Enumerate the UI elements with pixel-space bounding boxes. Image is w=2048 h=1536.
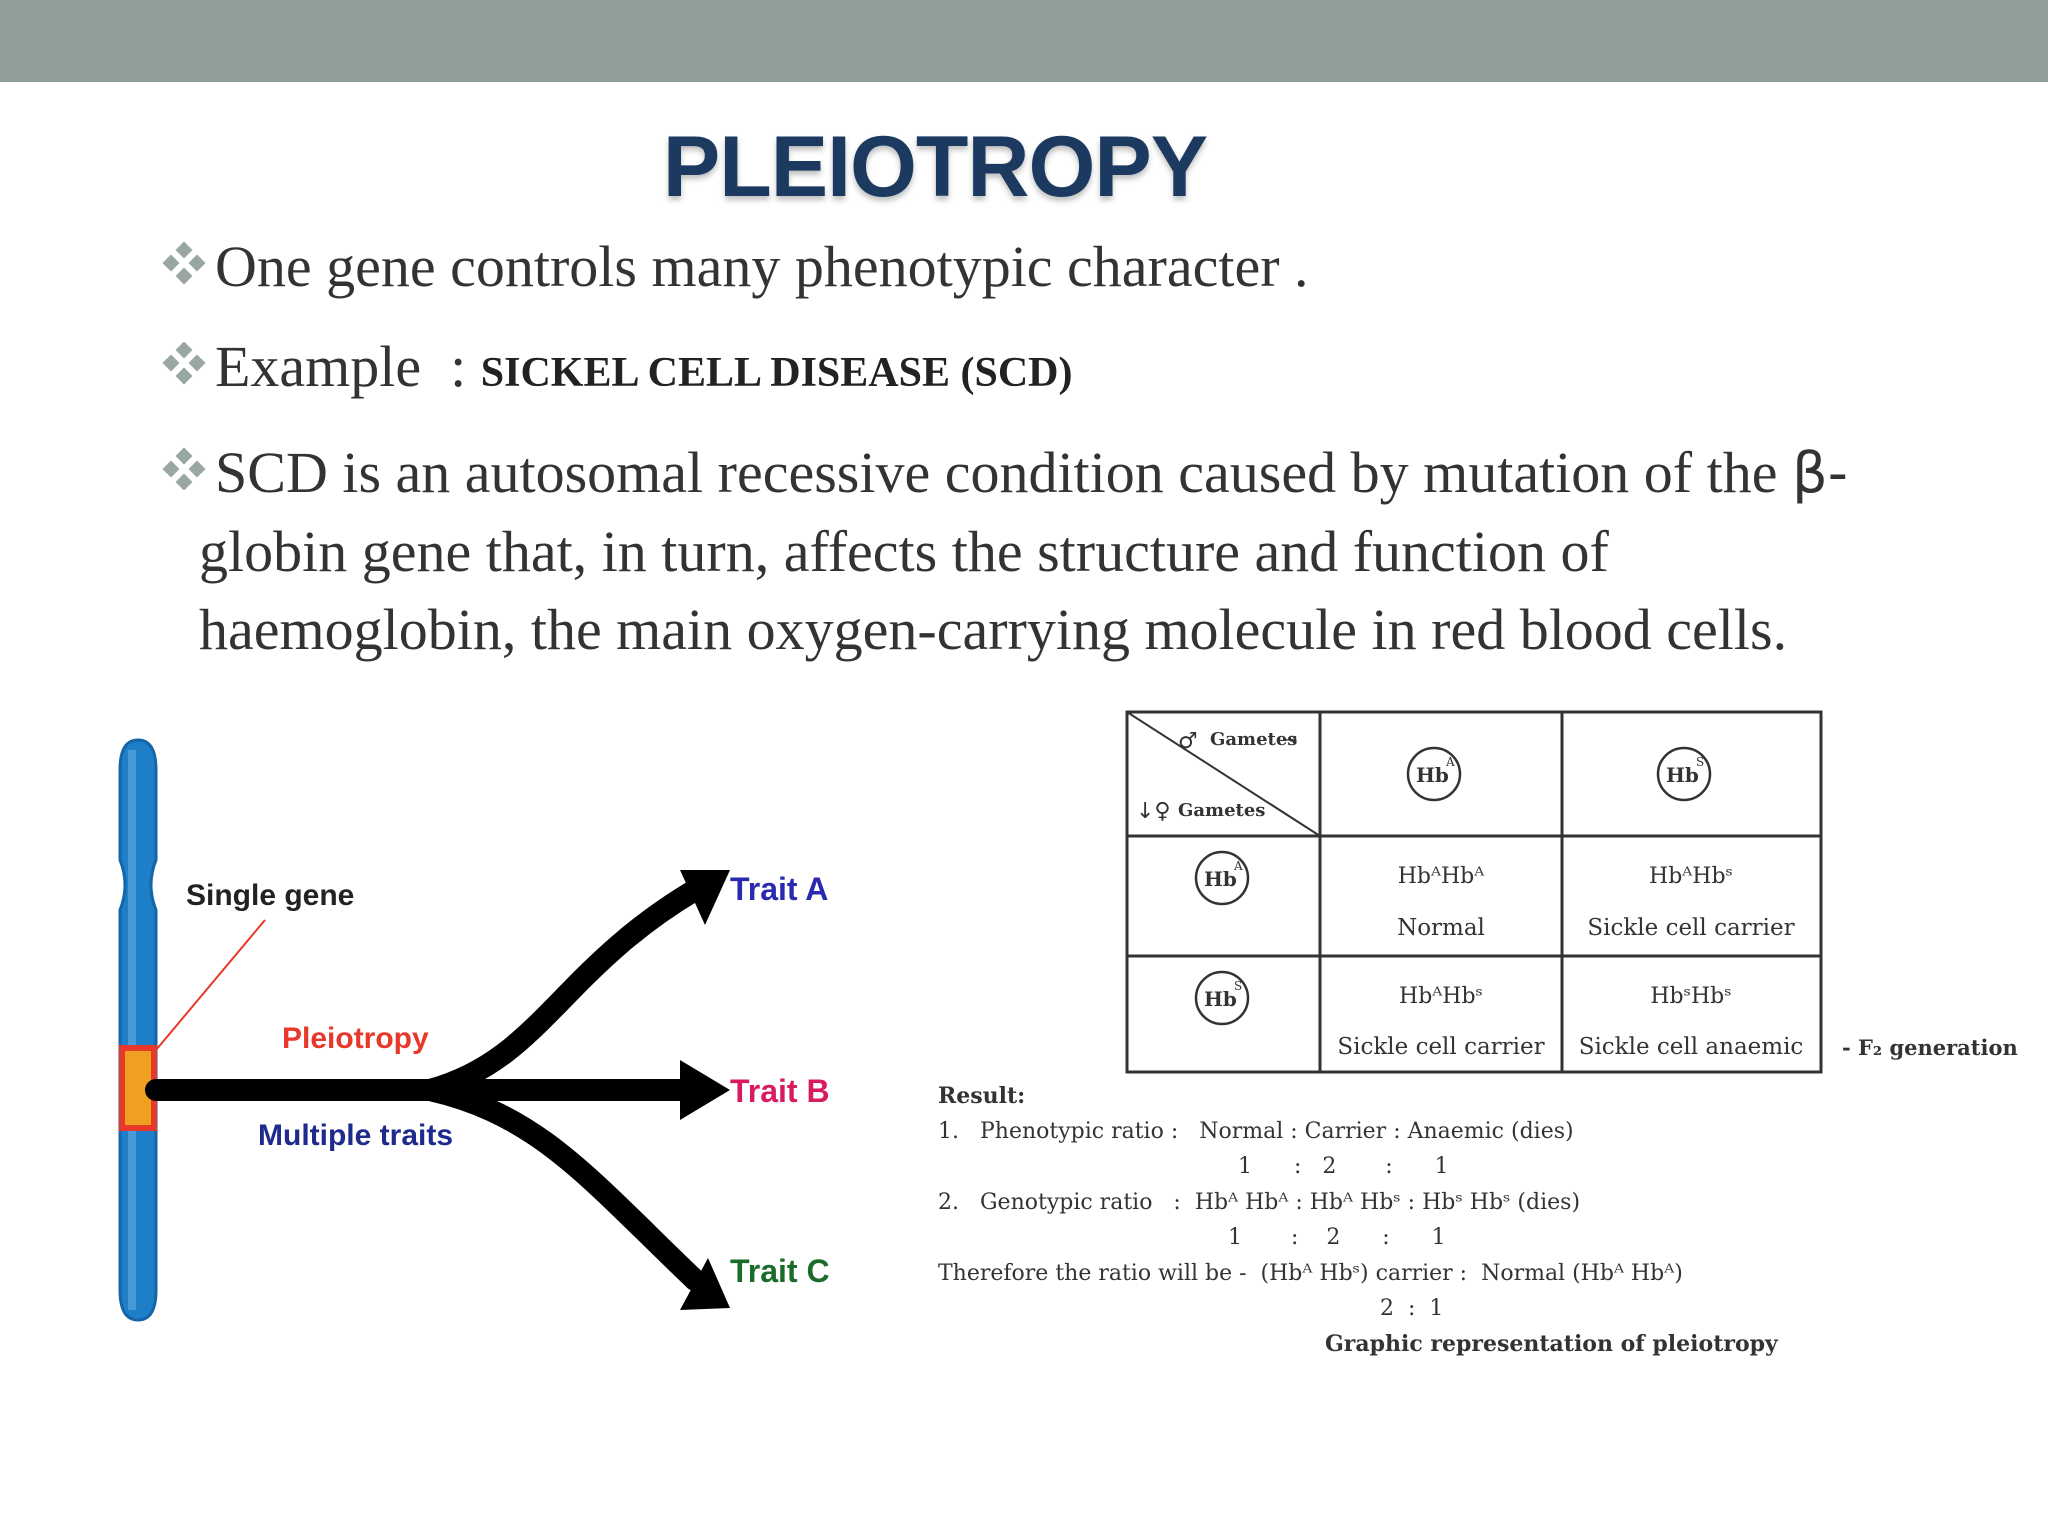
f2-generation-label: - F₂ generation xyxy=(1842,1035,2018,1060)
svg-text:Hb: Hb xyxy=(1204,867,1237,891)
bullet-3-line-2: globin gene that, in turn, affects the s… xyxy=(199,519,1609,584)
cell-genotype-ss: HbˢHbˢ xyxy=(1650,984,1731,1009)
bullet-2-disease: SICKEL CELL DISEASE (SCD) xyxy=(480,350,1073,396)
right-arrow-icon: → xyxy=(1284,730,1297,749)
svg-text:A: A xyxy=(1445,755,1455,769)
result-ratio-3: 2 : 1 xyxy=(1380,1296,1443,1321)
bullet-3-line-1: SCD is an autosomal recessive condition … xyxy=(215,440,1792,505)
multiple-traits-label: Multiple traits xyxy=(258,1119,453,1152)
svg-text:Hb: Hb xyxy=(1666,763,1699,787)
diamond-bullet-icon xyxy=(162,241,206,285)
result-ratio-2: 1 : 2 : 1 xyxy=(1228,1225,1446,1250)
bullet-3-line-3: haemoglobin, the main oxygen-carrying mo… xyxy=(199,597,1788,662)
svg-text:Hb: Hb xyxy=(1204,987,1237,1011)
arrowhead-b-icon xyxy=(680,1060,730,1120)
bullet-list: One gene controls many phenotypic charac… xyxy=(160,228,1920,691)
arrow-to-trait-a xyxy=(419,879,706,1101)
single-gene-label: Single gene xyxy=(186,879,354,912)
gene-pointer-line xyxy=(155,919,266,1051)
pleiotropy-diagram: Single gene Pleiotropy Multiple traits T… xyxy=(118,738,830,1322)
svg-text:S: S xyxy=(1696,755,1704,769)
bullet-1: One gene controls many phenotypic charac… xyxy=(160,228,1920,306)
punnett-grid xyxy=(1125,710,1823,1074)
gamete-hba-row: Hb A xyxy=(1194,850,1250,906)
arrowhead-a-icon xyxy=(680,870,730,925)
cell-genotype-aa: HbᴬHbᴬ xyxy=(1398,864,1486,889)
bullet-1-text: One gene controls many phenotypic charac… xyxy=(215,234,1309,299)
cell-genotype-sa: HbᴬHbˢ xyxy=(1399,984,1483,1009)
chromosome xyxy=(118,738,158,1322)
beta-symbol: β- xyxy=(1791,441,1848,506)
arrowhead-c-icon xyxy=(680,1258,730,1310)
diamond-bullet-icon xyxy=(162,447,206,491)
cell-phenotype-carrier-2: Sickle cell carrier xyxy=(1337,1034,1544,1060)
bullet-3: SCD is an autosomal recessive condition … xyxy=(160,434,1920,669)
slide-title: PLEIOTROPY xyxy=(662,119,1208,215)
top-banner xyxy=(0,0,2048,82)
cell-phenotype-normal: Normal xyxy=(1397,915,1485,941)
diamond-bullet-icon xyxy=(162,341,206,385)
figure-caption: Graphic representation of pleiotropy xyxy=(1325,1331,1779,1357)
trait-b-label: Trait B xyxy=(730,1073,830,1109)
trait-a-label: Trait A xyxy=(730,871,828,907)
cell-genotype-as: HbᴬHbˢ xyxy=(1649,864,1733,889)
male-symbol-icon: ♂ xyxy=(1178,729,1198,754)
pleiotropy-label: Pleiotropy xyxy=(282,1022,429,1055)
gamete-hbs-row: Hb S xyxy=(1194,970,1250,1026)
result-line-3: Therefore the ratio will be - (Hbᴬ Hbˢ) … xyxy=(938,1261,1683,1286)
cell-phenotype-carrier: Sickle cell carrier xyxy=(1587,915,1794,941)
svg-text:A: A xyxy=(1233,859,1243,873)
result-heading: Result: xyxy=(938,1083,1025,1109)
arrow-to-trait-c xyxy=(419,1079,706,1291)
svg-text:Hb: Hb xyxy=(1416,763,1449,787)
svg-text:S: S xyxy=(1234,979,1242,993)
result-ratio-1: 1 : 2 : 1 xyxy=(1238,1154,1449,1179)
female-gametes-label: Gametes xyxy=(1178,800,1265,821)
result-line-2: 2. Genotypic ratio : Hbᴬ Hbᴬ : Hbᴬ Hbˢ :… xyxy=(938,1190,1580,1215)
trait-c-label: Trait C xyxy=(730,1253,830,1289)
cell-phenotype-anaemic: Sickle cell anaemic xyxy=(1579,1034,1804,1060)
punnett-square-figure: ♂ Gametes → ↓♀ Gametes Hb A Hb S Hb A Hb… xyxy=(938,710,2018,1357)
male-gametes-label: Gametes xyxy=(1210,729,1297,750)
bullet-2: Example : SICKEL CELL DISEASE (SCD) xyxy=(160,328,1920,412)
female-symbol-icon: ↓♀ xyxy=(1136,799,1171,824)
result-line-1: 1. Phenotypic ratio : Normal : Carrier :… xyxy=(938,1119,1574,1144)
bullet-2-text: Example : xyxy=(215,334,481,399)
gamete-hba-col: Hb A xyxy=(1406,746,1462,802)
gamete-hbs-col: Hb S xyxy=(1656,746,1712,802)
trait-arrows xyxy=(145,879,706,1291)
